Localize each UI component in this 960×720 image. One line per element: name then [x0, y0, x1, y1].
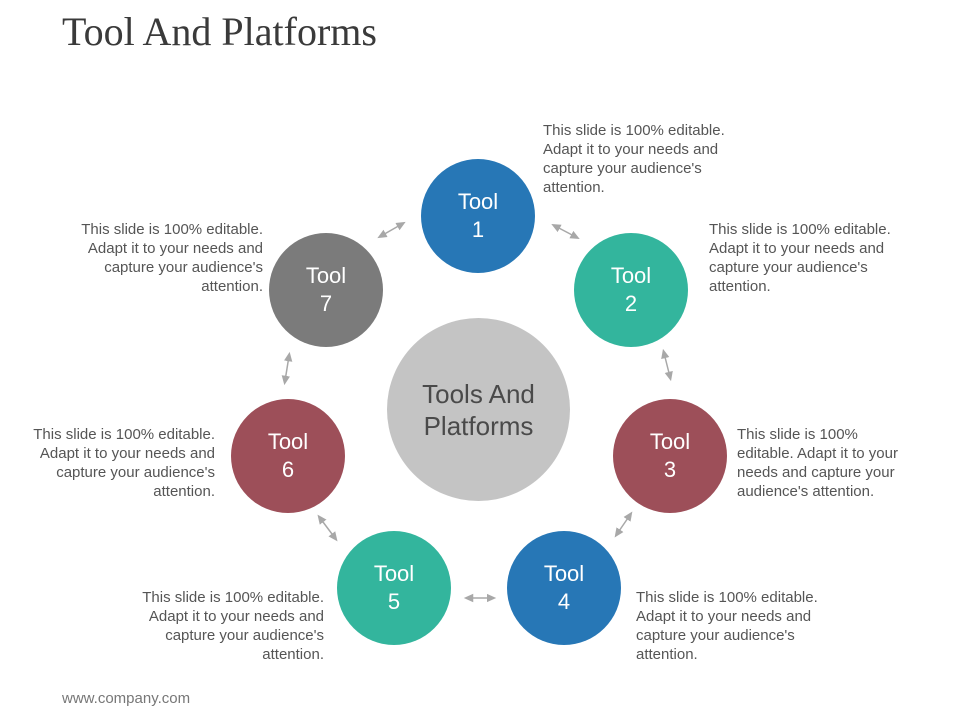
tool-4-word: Tool [543, 561, 585, 586]
tool-5-circle: Tool 5 [337, 531, 451, 645]
tool-3-number: 3 [663, 457, 677, 482]
tool-6-circle: Tool 6 [231, 399, 345, 513]
tool-3-word: Tool [649, 429, 691, 454]
tool-4-number: 4 [557, 589, 571, 614]
tool-3-circle: Tool 3 [613, 399, 727, 513]
arrow-7-1 [377, 221, 406, 239]
tool-7-description: This slide is 100% editable. Adapt it to… [81, 221, 263, 295]
tool-7-word: Tool [305, 263, 347, 288]
tool-6-number: 6 [281, 457, 295, 482]
tool-2-description: This slide is 100% editable. Adapt it to… [709, 221, 891, 295]
arrow-5-6 [317, 514, 338, 542]
tool-2-circle: Tool 2 [574, 233, 688, 347]
tool-5-word: Tool [373, 561, 415, 586]
slide-title: Tool And Platforms [62, 9, 377, 54]
tool-6-word: Tool [267, 429, 309, 454]
tool-2-number: 2 [624, 291, 638, 316]
arrow-3-4 [614, 511, 633, 538]
tool-4-description: This slide is 100% editable. Adapt it to… [636, 589, 818, 663]
tool-1-word: Tool [457, 189, 499, 214]
tool-6-description: This slide is 100% editable. Adapt it to… [33, 426, 215, 500]
tool-2-word: Tool [610, 263, 652, 288]
tool-5-description: This slide is 100% editable. Adapt it to… [142, 589, 324, 663]
arrow-6-7 [281, 351, 293, 386]
tool-1-number: 1 [471, 217, 485, 242]
arrow-2-3 [661, 348, 673, 382]
tool-1-circle: Tool 1 [421, 159, 535, 273]
tool-4-circle: Tool 4 [507, 531, 621, 645]
tool-7-circle: Tool 7 [269, 233, 383, 347]
tool-7-number: 7 [319, 291, 333, 316]
tool-3-description: This slide is 100% editable. Adapt it to… [737, 426, 898, 500]
center-label-line1: Tools And [422, 378, 535, 409]
center-circle: Tools And Platforms [387, 318, 570, 501]
tool-5-number: 5 [387, 589, 401, 614]
center-label-line2: Platforms [423, 410, 534, 441]
footer-website[interactable]: www.company.com [62, 690, 191, 707]
tool-1-description: This slide is 100% editable. Adapt it to… [543, 122, 725, 196]
center-label: Tools And Platforms [409, 378, 549, 442]
arrow-1-2 [551, 224, 580, 239]
